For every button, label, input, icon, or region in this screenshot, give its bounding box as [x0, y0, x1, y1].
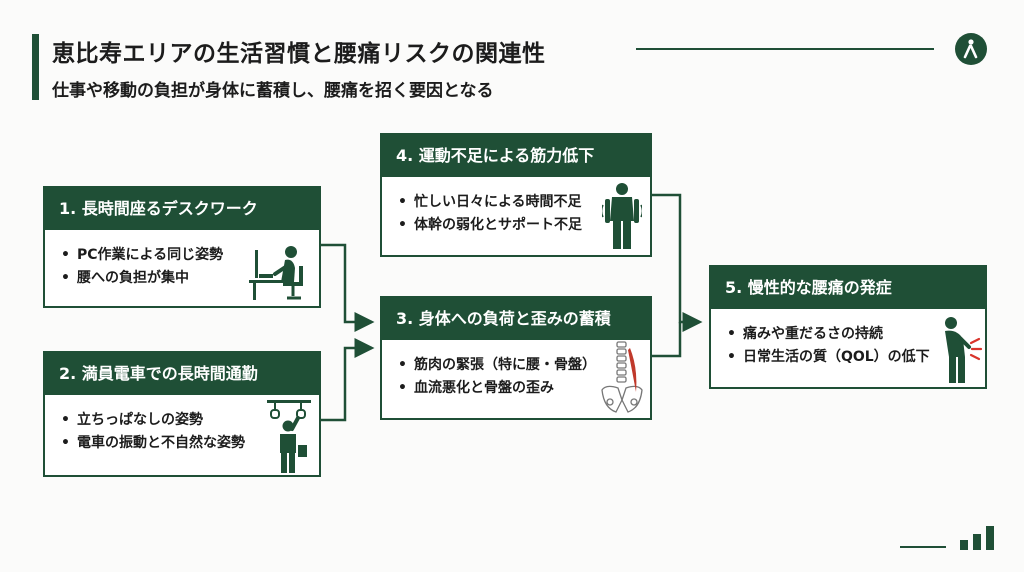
- bar-chart-icon: [960, 526, 994, 550]
- box-heading: 3. 身体への負荷と歪みの蓄積: [382, 298, 650, 340]
- box-heading: 4. 運動不足による筋力低下: [382, 135, 650, 177]
- title-accent-bar: [32, 34, 39, 100]
- list-item: 痛みや重だるさの持続: [727, 323, 930, 346]
- arrow-3-to-5: [652, 322, 682, 358]
- desk-worker-icon: [249, 246, 303, 300]
- page-subtitle: 仕事や移動の負担が身体に蓄積し、腰痛を招く要因となる: [52, 81, 494, 101]
- list-item: 筋肉の緊張（特に腰・骨盤）: [398, 354, 596, 377]
- page-title: 恵比寿エリアの生活習慣と腰痛リスクの関連性: [52, 41, 546, 67]
- spine-pelvis-icon: [601, 341, 643, 413]
- factor-box-exercise: 4. 運動不足による筋力低下 忙しい日々による時間不足 体幹の弱化とサポート不足: [380, 133, 652, 257]
- train-commuter-icon: [267, 400, 311, 473]
- box-heading: 5. 慢性的な腰痛の発症: [711, 267, 985, 309]
- list-item: 腰への負担が集中: [61, 267, 223, 290]
- title-divider: [636, 48, 934, 50]
- factor-box-commute: 2. 満員電車での長時間通勤 立ちっぱなしの姿勢 電車の振動と不自然な姿勢: [43, 351, 321, 477]
- factor-box-desk-work: 1. 長時間座るデスクワーク PC作業による同じ姿勢 腰への負担が集中: [43, 186, 321, 308]
- weak-body-icon: [602, 183, 642, 249]
- footer-divider: [900, 546, 946, 548]
- list-item: 日常生活の質（QOL）の低下: [727, 346, 930, 369]
- list-item: 電車の振動と不自然な姿勢: [61, 432, 245, 455]
- logo-icon: [955, 33, 987, 65]
- back-pain-icon: [945, 317, 983, 383]
- list-item: 血流悪化と骨盤の歪み: [398, 377, 596, 400]
- list-item: 体幹の弱化とサポート不足: [398, 214, 582, 237]
- box-heading: 1. 長時間座るデスクワーク: [45, 188, 319, 230]
- list-item: 立ちっぱなしの姿勢: [61, 409, 245, 432]
- box-heading: 2. 満員電車での長時間通勤: [45, 353, 319, 395]
- factor-box-body-strain: 3. 身体への負荷と歪みの蓄積 筋肉の緊張（特に腰・骨盤） 血流悪化と骨盤の歪み: [380, 296, 652, 420]
- arrow-1-to-3: [321, 243, 375, 332]
- list-item: 忙しい日々による時間不足: [398, 191, 582, 214]
- result-box-chronic-pain: 5. 慢性的な腰痛の発症 痛みや重だるさの持続 日常生活の質（QOL）の低下: [709, 265, 987, 389]
- arrow-4-to-5: [652, 193, 703, 332]
- list-item: PC作業による同じ姿勢: [61, 244, 223, 267]
- arrow-2-to-3: [321, 338, 375, 422]
